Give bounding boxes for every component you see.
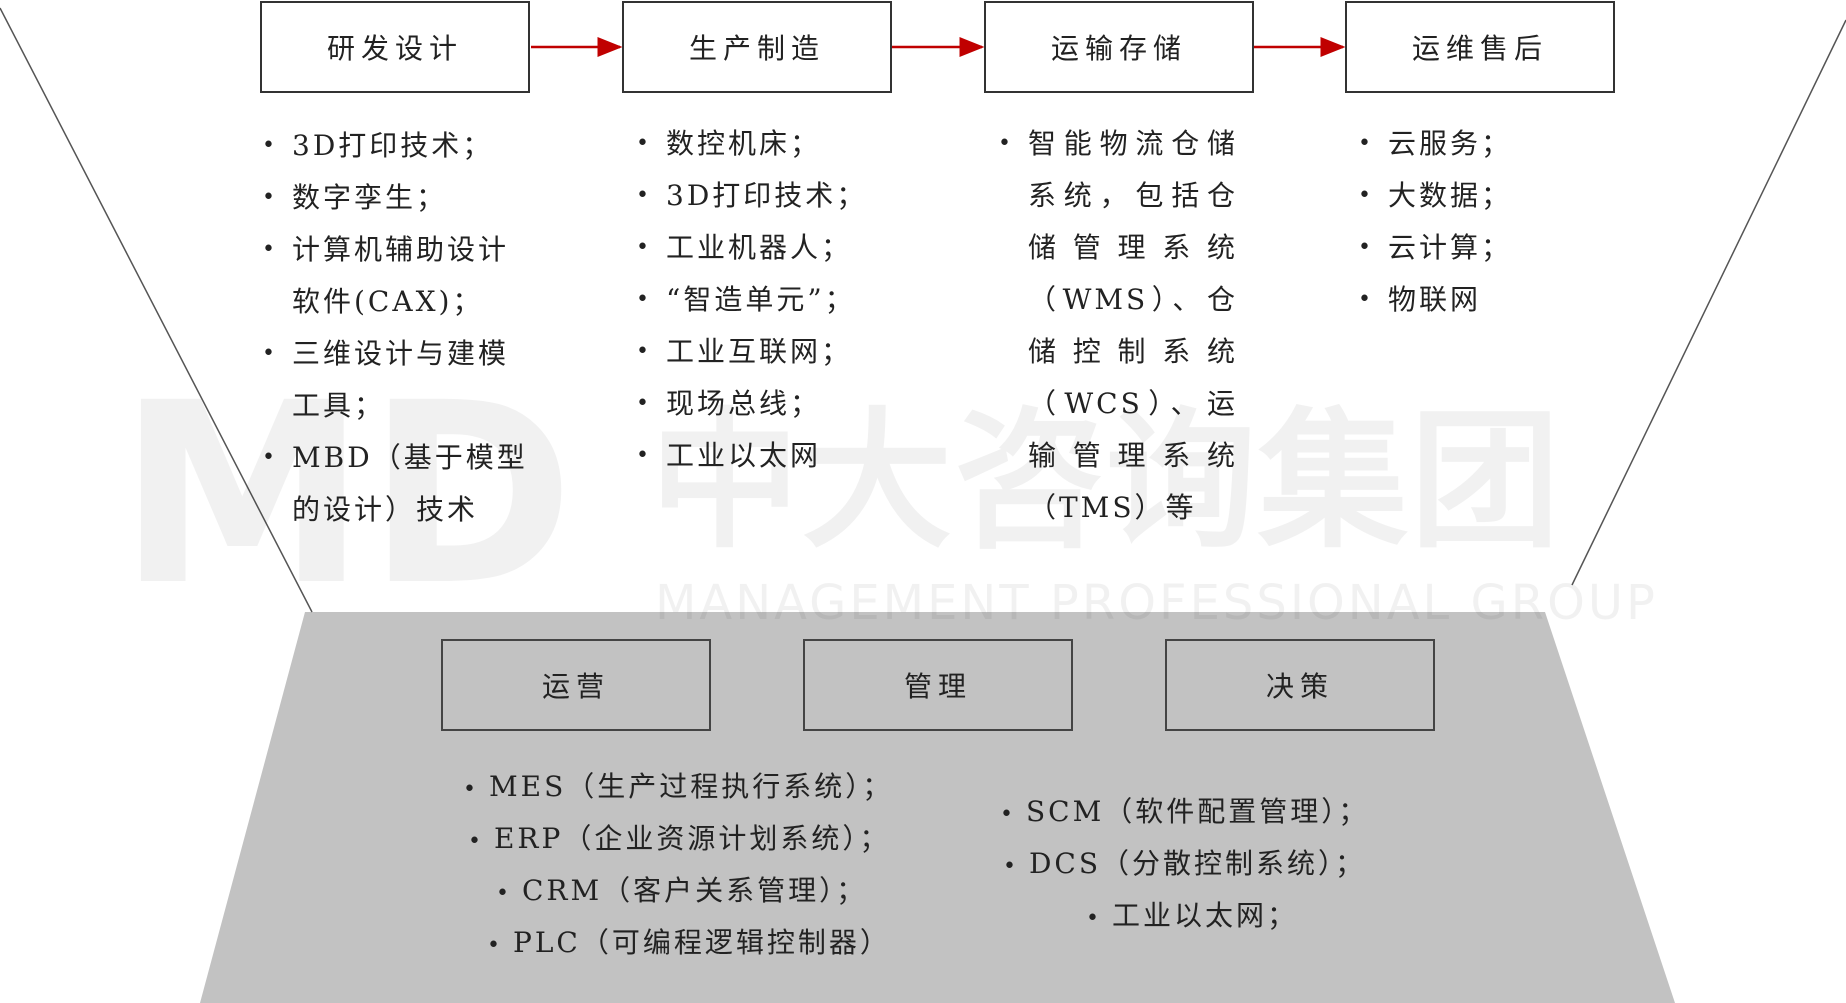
- watermark-en: MANAGEMENT PROFESSIONAL GROUP: [655, 575, 1658, 631]
- layer-decision-title: 决策: [1265, 670, 1334, 703]
- stage-service-title: 运维售后: [1411, 32, 1548, 65]
- right-funnel-line: [1571, 19, 1846, 586]
- stage-logistics-title: 运输存储: [1050, 32, 1187, 65]
- list-item: 计算机辅助设计软件(CAX)；: [262, 224, 532, 328]
- layer-management-title: 管理: [903, 670, 972, 703]
- list-item: 现场总线；: [636, 378, 926, 430]
- list-item: MBD（基于模型的设计）技术: [262, 432, 532, 536]
- list-item: 大数据；: [1358, 170, 1558, 222]
- list-item: DCS（分散控制系统）；: [1003, 842, 1366, 882]
- list-item: 云服务；: [1358, 118, 1558, 170]
- list-item: 三维设计与建模工具；: [262, 328, 532, 432]
- list-item: 数控机床；: [636, 118, 926, 170]
- list-item: SCM（软件配置管理）；: [1000, 790, 1369, 830]
- list-item: 工业机器人；: [636, 222, 926, 274]
- stage-logistics-list: 智能物流仓储系统，包括仓储管理系统（WMS）、仓储控制系统（WCS）、运输管理系…: [998, 118, 1238, 534]
- stage-rd-list: 3D打印技术； 数字孪生； 计算机辅助设计软件(CAX)； 三维设计与建模工具；…: [262, 120, 532, 536]
- stage-logistics-box: 运输存储: [984, 1, 1254, 93]
- layer-operations-box: 运营: [441, 639, 711, 731]
- left-funnel-line: [0, 7, 313, 613]
- stage-service-list: 云服务； 大数据； 云计算； 物联网: [1358, 118, 1558, 326]
- list-item: 云计算；: [1358, 222, 1558, 274]
- layer-management-box: 管理: [803, 639, 1073, 731]
- stage-production-box: 生产制造: [622, 1, 892, 93]
- list-item: “智造单元”；: [636, 274, 926, 326]
- list-item: PLC（可编程逻辑控制器）: [487, 921, 891, 961]
- stage-service-box: 运维售后: [1345, 1, 1615, 93]
- stage-production-list: 数控机床； 3D打印技术； 工业机器人； “智造单元”； 工业互联网； 现场总线…: [636, 118, 926, 482]
- list-item: 物联网: [1358, 274, 1558, 326]
- list-item: 工业互联网；: [636, 326, 926, 378]
- list-item: 3D打印技术；: [636, 170, 926, 222]
- list-item: 3D打印技术；: [262, 120, 532, 172]
- list-item: ERP（企业资源计划系统）；: [468, 817, 890, 857]
- layer-decision-box: 决策: [1165, 639, 1435, 731]
- list-item: 工业以太网: [636, 430, 926, 482]
- layer-operations-title: 运营: [541, 670, 610, 703]
- list-item: MES（生产过程执行系统）；: [463, 765, 893, 805]
- list-item: 工业以太网；: [1086, 894, 1298, 934]
- list-item: 数字孪生；: [262, 172, 532, 224]
- stage-rd-box: 研发设计: [260, 1, 530, 93]
- stage-production-title: 生产制造: [688, 32, 825, 65]
- list-item: 智能物流仓储系统，包括仓储管理系统（WMS）、仓储控制系统（WCS）、运输管理系…: [998, 118, 1238, 534]
- stage-rd-title: 研发设计: [326, 32, 463, 65]
- list-item: CRM（客户关系管理）；: [496, 869, 867, 909]
